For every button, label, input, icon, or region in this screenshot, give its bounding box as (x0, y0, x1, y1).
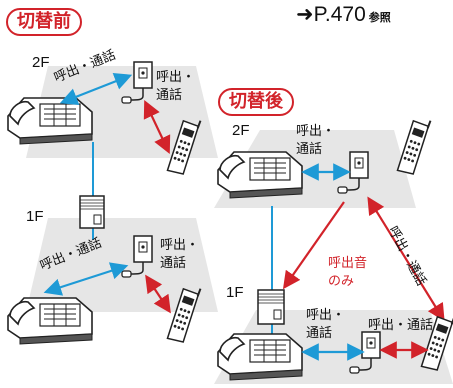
label-call-before-1f-2: 通話 (160, 256, 187, 271)
label-call-after-1f-2: 通話 (306, 326, 333, 341)
arrow-phone-intercom-2f (59, 73, 133, 105)
floor-label-1f-after: 1F (226, 284, 244, 301)
adapter-icon (79, 195, 105, 229)
arrow-diagonal-after (367, 196, 445, 322)
label-call-after-2f-1: 呼出・ (296, 124, 336, 139)
arrow-ring-only (282, 201, 345, 290)
after-badge: 切替後 (218, 88, 294, 116)
label-ring-only-2: のみ (328, 274, 355, 289)
label-call-after-2f-2: 通話 (296, 142, 323, 157)
desk-phone-icon (7, 297, 93, 345)
floor-label-2f-after: 2F (232, 122, 250, 139)
before-badge: 切替前 (6, 8, 82, 36)
arrow-phone-intercom-1f (43, 262, 129, 296)
floor-label-1f-before: 1F (26, 208, 44, 225)
handset-icon (394, 119, 432, 177)
label-call-before-2f-1: 呼出・ (156, 70, 196, 85)
arrow-intercom-handset-1f (145, 274, 171, 314)
floor-label-2f-before: 2F (32, 54, 50, 71)
label-call-before-2f-2: 通話 (156, 88, 183, 103)
page-ref-number: P.470 (313, 3, 366, 26)
adapter-icon (257, 289, 285, 325)
label-ring-only-1: 呼出音 (328, 256, 368, 271)
arrow-right-icon: ➜ (296, 3, 314, 26)
arrow-intercom-handset-2f (143, 100, 171, 154)
label-call-after-1f-1: 呼出・ (306, 308, 346, 323)
desk-phone-icon (217, 333, 303, 381)
label-call-before-1f-1: 呼出・ (160, 238, 200, 253)
desk-phone-icon (7, 97, 93, 145)
label-call-talk-after-1f: 呼出・通話 (368, 318, 434, 333)
page-ref-note: 参照 (368, 12, 391, 24)
desk-phone-icon (217, 151, 303, 199)
